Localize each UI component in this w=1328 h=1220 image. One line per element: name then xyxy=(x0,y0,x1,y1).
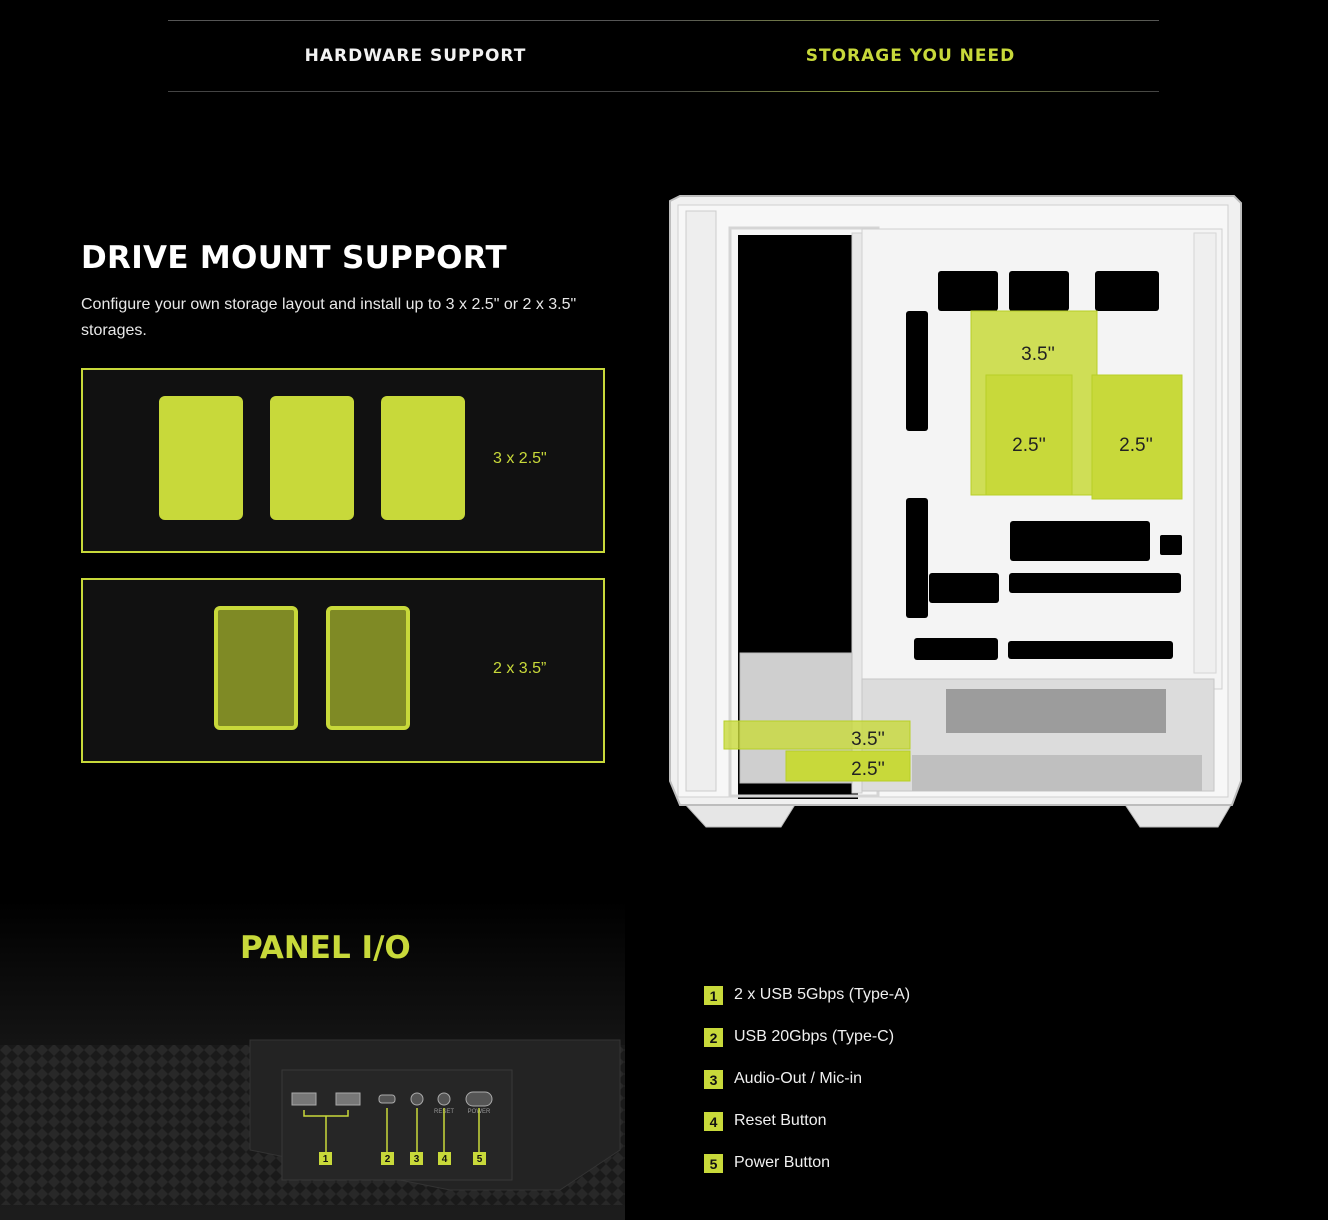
io-number-badge: 1 xyxy=(704,986,723,1005)
list-item: 2 USB 20Gbps (Type-C) xyxy=(704,1026,910,1068)
drive-35-icon xyxy=(214,606,298,730)
photo-tag-3: 3 xyxy=(414,1154,420,1165)
io-number-badge: 5 xyxy=(704,1154,723,1173)
tabs-bottom-divider xyxy=(168,91,1159,92)
tabs-top-divider xyxy=(168,20,1159,21)
upper-35-label: 3.5'' xyxy=(1021,344,1055,365)
storage-tabs: HARDWARE SUPPORT STORAGE YOU NEED xyxy=(168,20,1159,92)
drive-35-icon xyxy=(326,606,410,730)
drive-mount-description: Configure your own storage layout and in… xyxy=(81,296,577,339)
upper-25-left-label: 2.5'' xyxy=(1012,435,1046,456)
panel-io-title: PANEL I/O xyxy=(240,930,411,966)
drive-25-icon xyxy=(159,396,243,520)
photo-tag-4: 4 xyxy=(442,1154,448,1165)
list-item: 3 Audio-Out / Mic-in xyxy=(704,1068,910,1110)
list-item: 5 Power Button xyxy=(704,1152,910,1194)
tab-storage-you-need[interactable]: STORAGE YOU NEED xyxy=(805,46,1016,66)
lower-25-label: 2.5'' xyxy=(851,759,885,780)
drive-25-icon xyxy=(270,396,354,520)
io-item-text: 2 x USB 5Gbps (Type-A) xyxy=(734,986,911,1003)
io-item-text: Power Button xyxy=(734,1154,831,1171)
case-illustration: 3.5'' 2.5'' 2.5'' 3.5'' 2.5'' xyxy=(669,195,1242,828)
list-item: 1 2 x USB 5Gbps (Type-A) xyxy=(704,984,910,1026)
upper-25-right-label: 2.5'' xyxy=(1119,435,1153,456)
io-number-badge: 3 xyxy=(704,1070,723,1089)
photo-tag-2: 2 xyxy=(385,1154,391,1165)
drive-25-icon xyxy=(381,396,465,520)
photo-tag-1: 1 xyxy=(323,1154,329,1165)
tab-hardware-support[interactable]: HARDWARE SUPPORT xyxy=(304,46,527,66)
lower-35-label: 3.5'' xyxy=(851,729,885,750)
list-item: 4 Reset Button xyxy=(704,1110,910,1152)
drive-mount-title: DRIVE MOUNT SUPPORT xyxy=(81,240,507,276)
io-number-badge: 2 xyxy=(704,1028,723,1047)
io-item-text: Audio-Out / Mic-in xyxy=(734,1070,863,1087)
photo-tag-5: 5 xyxy=(477,1154,483,1165)
io-item-text: Reset Button xyxy=(734,1112,827,1129)
io-number-badge: 4 xyxy=(704,1112,723,1131)
option-2x35-box: 2 x 3.5” xyxy=(81,578,605,763)
option-3x25-label: 3 x 2.5" xyxy=(493,450,547,467)
panel-io-list: 1 2 x USB 5Gbps (Type-A) 2 USB 20Gbps (Typ… xyxy=(704,984,910,1194)
option-2x35-label: 2 x 3.5” xyxy=(493,660,547,677)
panel-io-photo: RESET POWER 1 2 3 4 5 xyxy=(0,900,625,1220)
option-3x25-box: 3 x 2.5" xyxy=(81,368,605,553)
io-item-text: USB 20Gbps (Type-C) xyxy=(734,1028,895,1045)
